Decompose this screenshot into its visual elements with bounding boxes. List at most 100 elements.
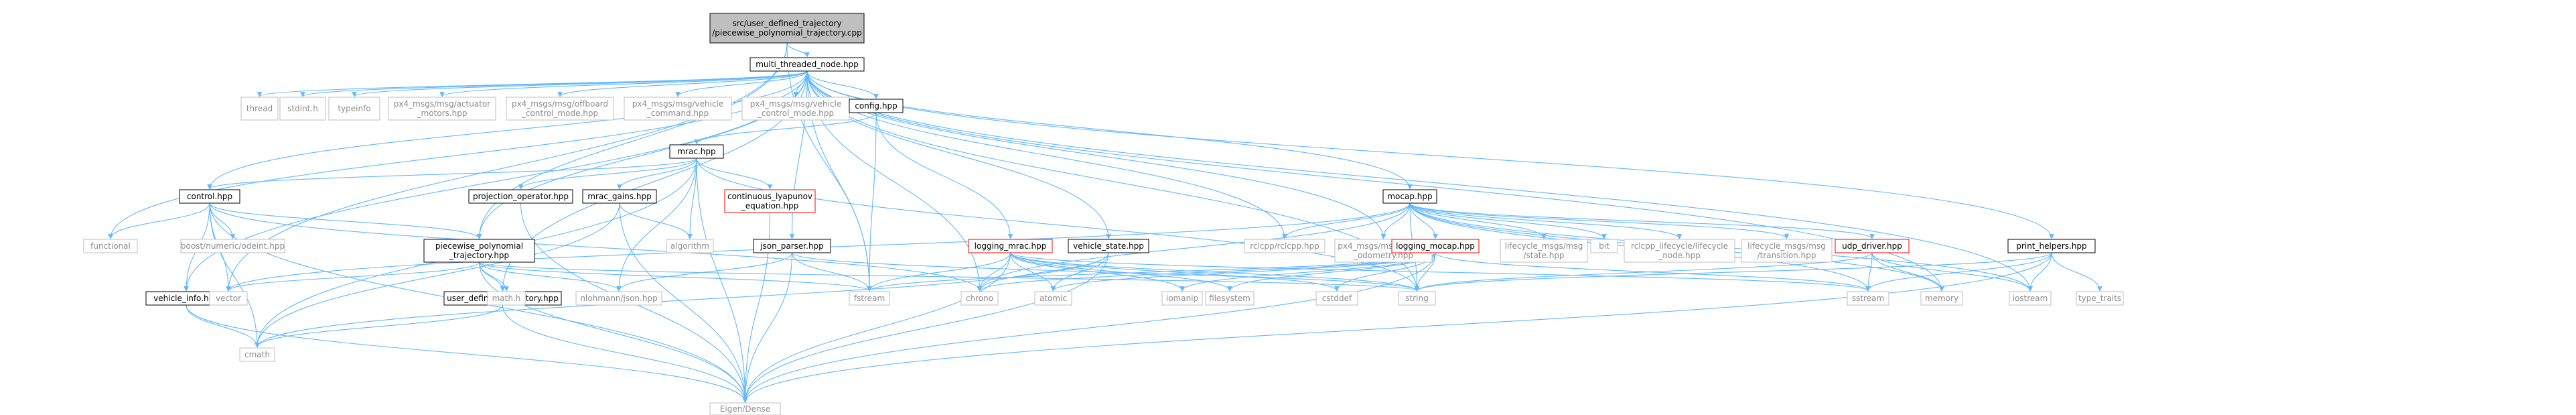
- node-src-user-defined-trajectory-piecewise-polynomial-trajectory-cpp[interactable]: src/user_defined_trajectory/piecewise_po…: [709, 13, 865, 44]
- edge-ppt-to-eigen: [478, 261, 748, 403]
- node-projection-operator-hpp[interactable]: projection_operator.hpp: [468, 189, 573, 204]
- node-bit[interactable]: bit: [1590, 239, 1618, 253]
- node-type-traits[interactable]: type_traits: [2076, 291, 2124, 306]
- node-config-hpp[interactable]: config.hpp: [849, 99, 904, 113]
- node-box: [709, 13, 865, 44]
- edge-mtn-to-ppt: [476, 70, 808, 239]
- node-print-helpers-hpp[interactable]: print_helpers.hpp: [2007, 239, 2096, 253]
- node-thread[interactable]: thread: [240, 97, 279, 121]
- edge-mocap-to-rclcpp: [1282, 202, 1411, 239]
- edge-mrac-to-eigen: [696, 158, 748, 403]
- edge-mocap-to-chrono: [977, 202, 1411, 292]
- node-filesystem[interactable]: filesystem: [1205, 291, 1255, 306]
- edge-control-to-ppt: [209, 202, 482, 239]
- node-iomanip[interactable]: iomanip: [1161, 291, 1203, 306]
- node-cmath[interactable]: cmath: [239, 347, 275, 362]
- node-mrac-hpp[interactable]: mrac.hpp: [669, 144, 724, 159]
- node-box: [724, 189, 816, 213]
- node-rclcpp-lifecycle-lifecycle-node-hpp[interactable]: rclcpp_lifecycle/lifecycle_node.hpp: [1624, 239, 1735, 263]
- edge-config-to-fstream: [867, 112, 877, 292]
- node-fstream[interactable]: fstream: [849, 291, 890, 306]
- node-functional[interactable]: functional: [83, 239, 138, 253]
- node-sstream[interactable]: sstream: [1847, 291, 1889, 306]
- node-label: _motors.hpp: [417, 109, 468, 118]
- node-lifecycle-msgs-msg-state-hpp[interactable]: lifecycle_msgs/msg/state.hpp: [1500, 239, 1588, 263]
- node-algorithm[interactable]: algorithm: [666, 239, 714, 253]
- node-label: multi_threaded_node.hpp: [756, 60, 859, 69]
- node-nlohmann-json-hpp[interactable]: nlohmann/json.hpp: [575, 291, 662, 306]
- node-label: rclcpp/rclcpp.hpp: [1250, 241, 1319, 251]
- node-box: [468, 189, 573, 204]
- node-label: string: [1405, 294, 1428, 303]
- node-piecewise-polynomial-trajectory-hpp[interactable]: piecewise_polynomial_trajectory.hpp: [423, 239, 535, 263]
- node-mrac-gains-hpp[interactable]: mrac_gains.hpp: [582, 189, 657, 204]
- node-math-h[interactable]: math.h: [487, 291, 526, 306]
- node-label: config.hpp: [855, 101, 897, 111]
- edge-mtn-to-typeinfo: [352, 70, 808, 97]
- node-box: [575, 291, 662, 306]
- node-label: fstream: [854, 294, 885, 303]
- node-multi-threaded-node-hpp[interactable]: multi_threaded_node.hpp: [749, 57, 865, 72]
- node-box: [2009, 291, 2052, 306]
- node-boost-numeric-odeint-hpp[interactable]: boost/numeric/odeint.hpp: [180, 239, 285, 253]
- node-lifecycle-msgs-msg-transition-hpp[interactable]: lifecycle_msgs/msg/transition.hpp: [1741, 239, 1833, 263]
- node-vehicle-info-hpp[interactable]: vehicle_info.hpp: [145, 291, 227, 306]
- edge-mtn-to-vodom: [806, 70, 1386, 239]
- nodes-layer: src/user_defined_trajectory/piecewise_po…: [83, 13, 2124, 415]
- node-px4-msgs-msg-offboard-control-mode-hpp[interactable]: px4_msgs/msg/offboard_control_mode.hpp: [506, 97, 614, 121]
- node-px4-msgs-msg-vehicle-command-hpp[interactable]: px4_msgs/msg/vehicle_command.hpp: [624, 97, 732, 121]
- node-label: algorithm: [670, 241, 709, 251]
- node-label: lifecycle_msgs/msg: [1747, 241, 1826, 251]
- node-vehicle-state-hpp[interactable]: vehicle_state.hpp: [1068, 239, 1149, 253]
- node-box: [1920, 291, 1963, 306]
- edge-control-to-chrono: [209, 202, 983, 292]
- node-box: [1847, 291, 1889, 306]
- node-mocap-hpp[interactable]: mocap.hpp: [1382, 189, 1437, 204]
- edge-mrac-to-string: [696, 158, 1420, 292]
- edge-mtn-to-iostream: [806, 70, 2033, 292]
- edge-jsonp-to-string: [791, 252, 1420, 292]
- node-px4-msgs-msg-vehicle-control-mode-hpp[interactable]: px4_msgs/msg/vehicle_control_mode.hpp: [741, 97, 850, 121]
- node-box: [240, 97, 279, 121]
- edge-phelp-to-string: [1414, 252, 2052, 292]
- edge-mocap-to-lctrans: [1409, 202, 1790, 239]
- node-udp-driver-hpp[interactable]: udp_driver.hpp: [1835, 239, 1910, 253]
- node-iostream[interactable]: iostream: [2009, 291, 2052, 306]
- node-label: functional: [90, 241, 131, 251]
- edge-udp-to-iostream: [1871, 252, 2033, 292]
- node-label: _command.hpp: [646, 109, 709, 118]
- node-label: json_parser.hpp: [760, 241, 824, 251]
- node-box: [83, 239, 138, 253]
- node-continuous-lyapunov-equation-hpp[interactable]: continuous_lyapunov_equation.hpp: [724, 189, 816, 213]
- node-label: iostream: [2013, 294, 2048, 303]
- node-label: mrac_gains.hpp: [587, 192, 651, 201]
- node-memory[interactable]: memory: [1920, 291, 1963, 306]
- node-json-parser-hpp[interactable]: json_parser.hpp: [753, 239, 831, 253]
- node-px4-msgs-msg-actuator-motors-hpp[interactable]: px4_msgs/msg/actuator_motors.hpp: [388, 97, 496, 121]
- node-label: math.h: [492, 294, 521, 303]
- node-control-hpp[interactable]: control.hpp: [179, 189, 240, 204]
- node-box: [666, 239, 714, 253]
- node-atomic[interactable]: atomic: [1034, 291, 1072, 306]
- node-label: vehicle_state.hpp: [1073, 241, 1144, 251]
- node-label: logging_mocap.hpp: [1396, 241, 1475, 251]
- node-cstddef[interactable]: cstddef: [1315, 291, 1358, 306]
- node-label: bit: [1599, 241, 1609, 251]
- node-string[interactable]: string: [1398, 291, 1436, 306]
- edge-phelp-to-eigen: [742, 252, 2052, 403]
- edge-udt-to-eigen: [502, 304, 748, 403]
- edge-control-to-functional: [108, 202, 210, 239]
- node-vector[interactable]: vector: [209, 291, 248, 306]
- node-logging-mocap-hpp[interactable]: logging_mocap.hpp: [1391, 239, 1480, 253]
- edge-mtn-to-rclcpp: [806, 70, 1287, 239]
- node-chrono[interactable]: chrono: [960, 291, 999, 306]
- node-typeinfo[interactable]: typeinfo: [328, 97, 380, 121]
- node-label: memory: [1925, 294, 1958, 303]
- edge-mocap-to-logmocap: [1409, 202, 1438, 239]
- node-label: px4_msgs/msg/vehicle: [750, 99, 842, 109]
- node-eigen-dense[interactable]: Eigen/Dense: [709, 402, 781, 415]
- node-rclcpp-rclcpp-hpp[interactable]: rclcpp/rclcpp.hpp: [1244, 239, 1326, 253]
- node-logging-mrac-hpp[interactable]: logging_mrac.hpp: [968, 239, 1053, 253]
- node-stdint-h[interactable]: stdint.h: [279, 97, 326, 121]
